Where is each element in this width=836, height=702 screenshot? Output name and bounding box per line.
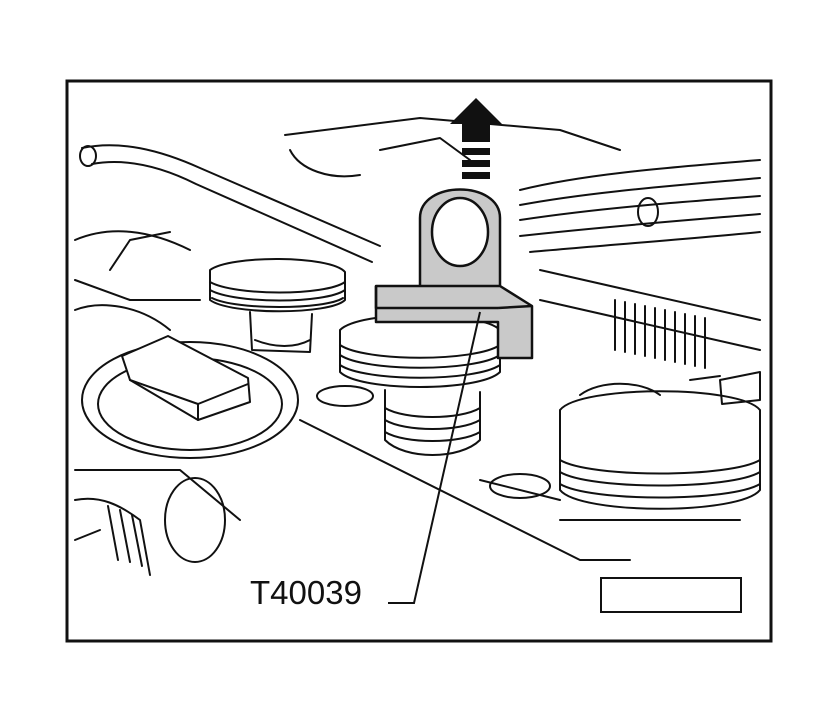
cylinder-head-surface [299,385,741,561]
ignition-coil-right [559,382,761,510]
arrow-up-icon [450,98,502,179]
ignition-coil-left [209,258,346,353]
ignition-coil-center [339,314,501,456]
engine-background-lines [74,117,761,331]
callout-leader-line [388,311,481,604]
coolant-hose [79,144,381,263]
reference-box [600,577,742,613]
ribbed-hose-right [539,269,761,405]
hose-clamp-lower [74,469,241,576]
oil-filler-cap [81,335,299,459]
tool-label: T40039 [250,574,362,611]
removal-tool [374,188,534,360]
